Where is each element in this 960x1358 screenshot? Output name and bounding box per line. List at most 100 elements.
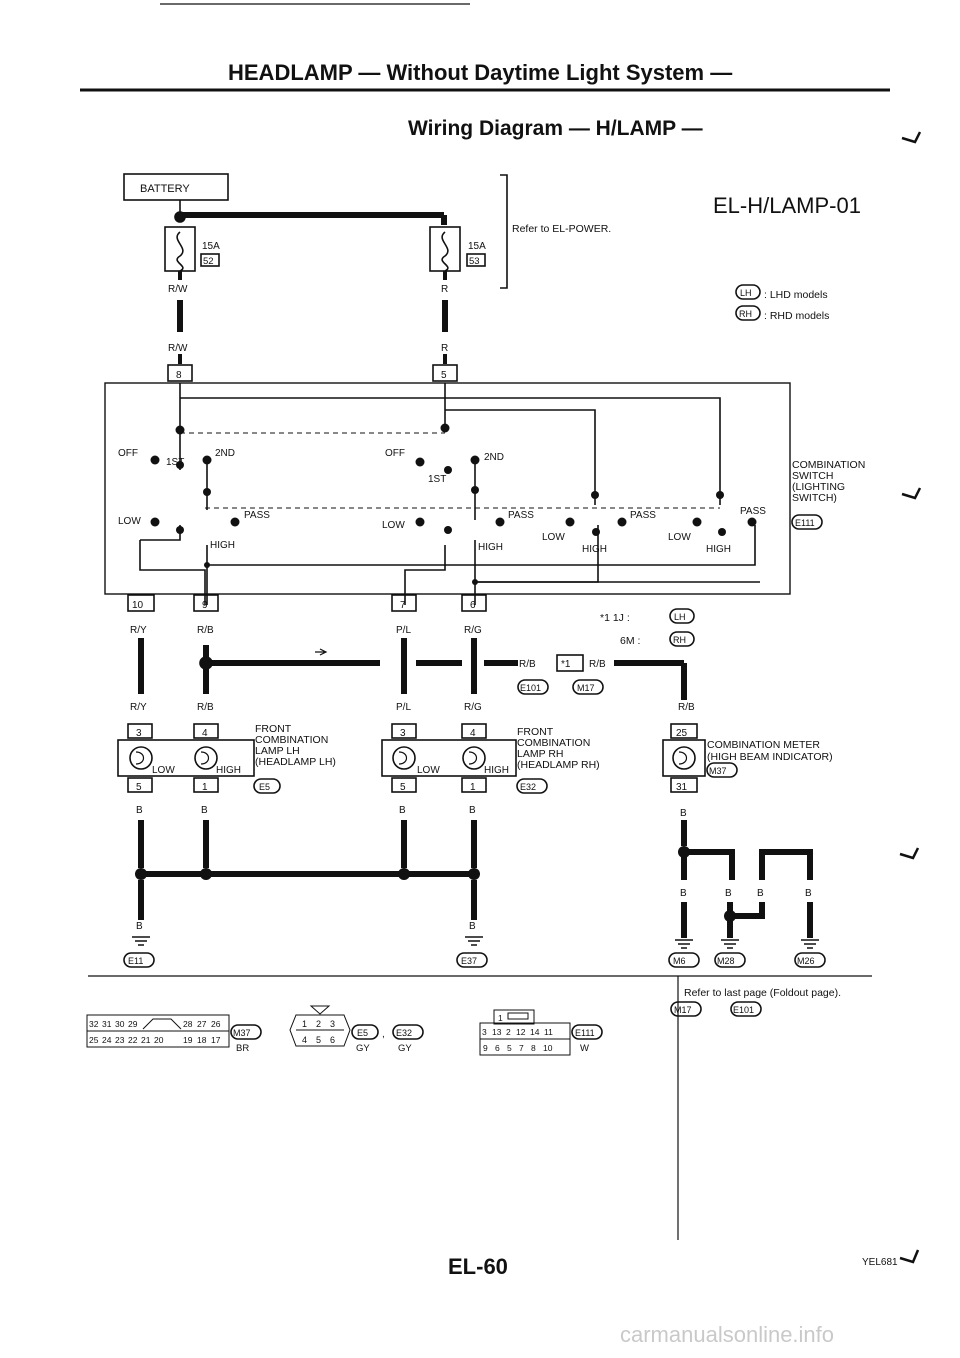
star-rh-label: 6M :: [620, 635, 641, 647]
legend-rh-tag: RH: [739, 309, 752, 319]
wire-rb-b: R/B: [197, 702, 214, 713]
refer-foldout-note: Refer to last page (Foldout page).: [684, 987, 842, 999]
wire-b-1: B: [136, 805, 143, 816]
refer-power-note: Refer to EL-POWER.: [512, 223, 612, 235]
rh-pin-1: 1: [470, 782, 476, 793]
diagram-subtitle: Wiring Diagram — H/LAMP —: [408, 117, 703, 140]
wire-b-3: B: [399, 805, 406, 816]
m37-color: BR: [236, 1043, 249, 1054]
e111-color: W: [580, 1043, 589, 1054]
wire-r-top: R: [441, 284, 448, 295]
lh-connector: E5: [259, 782, 270, 792]
lh-pin-3: 3: [136, 728, 142, 739]
star-lh-tag: LH: [674, 612, 686, 622]
svg-text:,: ,: [382, 1029, 385, 1040]
pin-8: 8: [176, 370, 182, 381]
wire-rb-j1: R/B: [519, 659, 536, 670]
meter-connector: M37: [709, 766, 727, 776]
wire-pl-a: P/L: [396, 625, 411, 636]
pos-high-2: HIGH: [478, 542, 503, 553]
lh-pin-4: 4: [202, 728, 208, 739]
wire-rb-a: R/B: [197, 625, 214, 636]
pin-5: 5: [441, 370, 447, 381]
e5-bot-0: 4: [302, 1035, 307, 1045]
e111-bot-0: 9: [483, 1043, 488, 1053]
refer-conn-e101: E101: [733, 1005, 754, 1015]
star-rh-tag: RH: [673, 635, 686, 645]
page-number: EL-60: [448, 1254, 508, 1279]
e5-name: E5: [357, 1028, 368, 1038]
pos-1st-1: 1ST: [166, 457, 184, 468]
fuse53-amps: 15A: [468, 241, 486, 252]
lh-pin-1: 1: [202, 782, 208, 793]
pos-off-2: OFF: [385, 448, 405, 459]
star-lh-label: *1 1J :: [600, 612, 630, 624]
e111-top-0: 1: [498, 1013, 503, 1023]
e111-name: E111: [575, 1028, 595, 1038]
figure-ref: YEL681: [862, 1257, 898, 1268]
wire-ry-a: R/Y: [130, 625, 147, 636]
diagram-code: EL-H/LAMP-01: [713, 193, 861, 218]
m37-top-1: 31: [102, 1019, 112, 1029]
pin-6: 6: [470, 600, 476, 611]
wire-b-11: B: [805, 888, 812, 899]
m37-top-5: 27: [197, 1019, 207, 1029]
rh-connector: E32: [520, 782, 536, 792]
m37-top-6: 26: [211, 1019, 221, 1029]
e5-top-2: 3: [330, 1019, 335, 1029]
wire-r-bottom: R: [441, 343, 448, 354]
ground-m28: M28: [717, 956, 735, 966]
ground-m6: M6: [673, 956, 686, 966]
connector-view-e111: 1 3 13 2 12 14 11 9 6 5 7 8 10: [479, 1009, 571, 1056]
m37-bot-6: 19: [183, 1035, 193, 1045]
e111-top-5: 14: [530, 1027, 540, 1037]
rh-pin-3: 3: [400, 728, 406, 739]
wire-pl-b: P/L: [396, 702, 411, 713]
m37-top-0: 32: [89, 1019, 99, 1029]
wire-rw-bottom: R/W: [168, 343, 188, 354]
e111-bot-3: 7: [519, 1043, 524, 1053]
ground-m26: M26: [797, 956, 815, 966]
connector-view-e5: 1 2 3 4 5 6: [289, 1005, 351, 1047]
ground-e11: E11: [128, 956, 143, 966]
m37-top-2: 30: [115, 1019, 125, 1029]
pos-off-1: OFF: [118, 448, 138, 459]
pos-low-4: LOW: [668, 532, 691, 543]
wire-rb-j2: R/B: [589, 659, 606, 670]
fuse52-num: 52: [203, 256, 214, 267]
pin-7: 7: [400, 600, 406, 611]
wire-rw-top: R/W: [168, 284, 188, 295]
e111-top-4: 12: [516, 1027, 526, 1037]
legend-lh-text: : LHD models: [764, 289, 828, 301]
wire-b-5: B: [680, 808, 687, 819]
pos-pass-2: PASS: [508, 510, 534, 521]
pos-low-1: LOW: [118, 516, 141, 527]
m37-bot-3: 22: [128, 1035, 138, 1045]
wire-b-9: B: [725, 888, 732, 899]
m37-bot-0: 25: [89, 1035, 99, 1045]
wire-rg-b: R/G: [464, 702, 482, 713]
e5-top-1: 2: [316, 1019, 321, 1029]
wire-rg-a: R/G: [464, 625, 482, 636]
wire-b-6: B: [136, 921, 143, 932]
e5-bot-1: 5: [316, 1035, 321, 1045]
rh-pin-5: 5: [400, 782, 406, 793]
e5-bot-2: 6: [330, 1035, 335, 1045]
m37-bot-4: 21: [141, 1035, 151, 1045]
joint-conn-m17: M17: [577, 683, 595, 693]
m37-bot-5: 20: [154, 1035, 164, 1045]
e111-bot-2: 5: [507, 1043, 512, 1053]
e111-bot-5: 10: [543, 1043, 553, 1053]
connector-view-m37: 32 31 30 29 28 27 26 25 24 23 22 21 20 1…: [86, 1014, 230, 1048]
e111-bot-1: 6: [495, 1043, 500, 1053]
e111-top-2: 13: [492, 1027, 502, 1037]
m37-bot-1: 24: [102, 1035, 112, 1045]
switch-connector: E111: [795, 518, 815, 528]
pos-pass-1: PASS: [244, 510, 270, 521]
pos-pass-4: PASS: [740, 506, 766, 517]
wire-ry-b: R/Y: [130, 702, 147, 713]
refer-conn-m17: M17: [674, 1005, 692, 1015]
